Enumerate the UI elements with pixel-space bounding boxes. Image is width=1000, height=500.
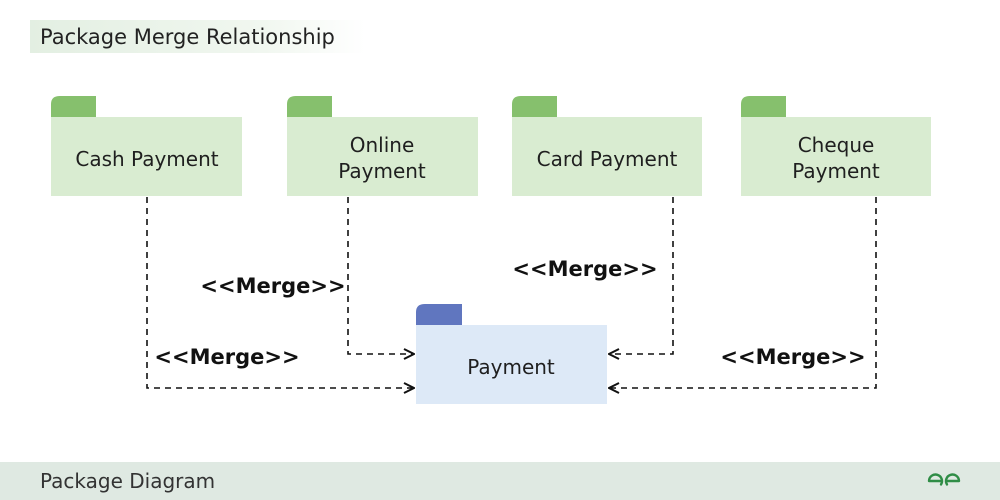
- package-label: Payment: [467, 355, 555, 379]
- title-band: [30, 20, 365, 53]
- merge-label-card: <<Merge>>: [512, 257, 657, 281]
- merge-connector-cash: [146, 197, 414, 388]
- merge-label-online: <<Merge>>: [200, 274, 345, 298]
- package-label-line1: Online: [350, 133, 415, 157]
- package-payment[interactable]: Payment: [416, 304, 607, 404]
- package-body: [416, 325, 607, 404]
- package-online-payment[interactable]: Online Payment: [287, 96, 478, 196]
- package-tab: [741, 96, 786, 117]
- package-tab: [287, 96, 332, 117]
- package-label-line1: Cheque: [798, 133, 875, 157]
- merge-label-cheque: <<Merge>>: [720, 345, 865, 369]
- package-card-payment[interactable]: Card Payment: [512, 96, 702, 196]
- package-label-line2: Payment: [338, 159, 426, 183]
- package-cash-payment[interactable]: Cash Payment: [51, 96, 242, 196]
- package-label-line2: Payment: [792, 159, 880, 183]
- package-cheque-payment[interactable]: Cheque Payment: [741, 96, 931, 196]
- package-tab: [512, 96, 557, 117]
- package-tab: [416, 304, 462, 325]
- footer-bar: Package Diagram: [0, 462, 1000, 500]
- merge-label-cash: <<Merge>>: [154, 345, 299, 369]
- merge-connector-online: [347, 197, 414, 354]
- package-label: Card Payment: [537, 147, 678, 171]
- package-body: [741, 117, 931, 196]
- merge-connector-cheque: [609, 197, 877, 388]
- footer-label: Package Diagram: [40, 469, 216, 493]
- package-body: [51, 117, 242, 196]
- package-body: [512, 117, 702, 196]
- geeksforgeeks-logo-icon[interactable]: [926, 470, 962, 492]
- package-diagram: Cash Payment Online Payment Card Payment…: [51, 96, 931, 404]
- page-title: Package Merge Relationship: [40, 25, 335, 49]
- package-tab: [51, 96, 96, 117]
- merge-connector-card: [609, 197, 674, 354]
- package-body: [287, 117, 478, 196]
- package-label: Cash Payment: [75, 147, 218, 171]
